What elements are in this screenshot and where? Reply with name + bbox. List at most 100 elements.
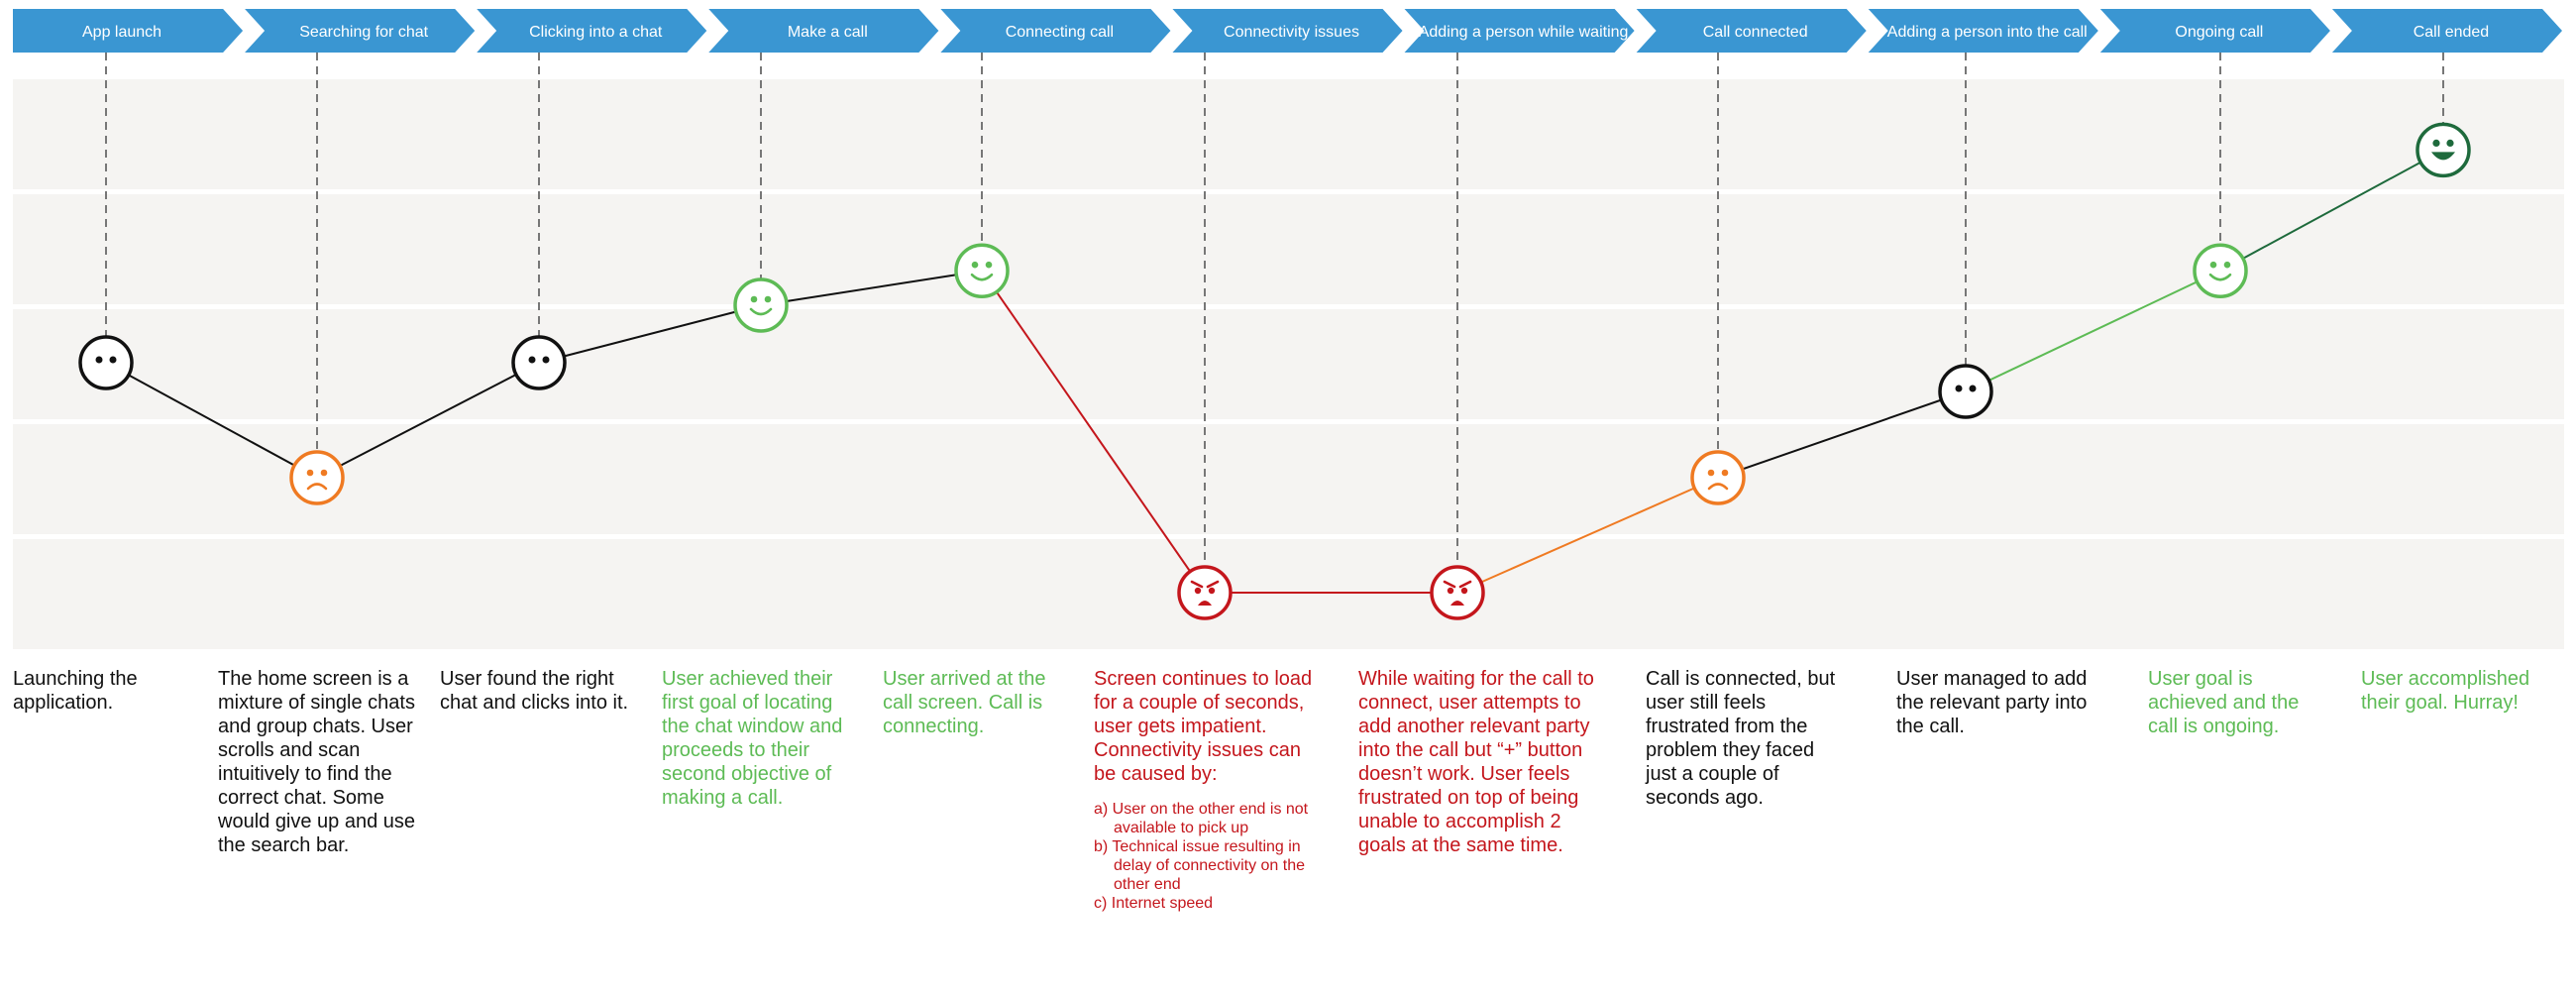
face-outline <box>289 450 345 505</box>
face-outline <box>78 335 134 390</box>
stage-header-chevron <box>13 9 244 53</box>
emotion-neutral-icon <box>511 335 567 390</box>
stage-description-text: User managed to add the relevant party i… <box>1896 668 2088 737</box>
journey-line-segment <box>105 362 318 479</box>
emotion-happy-icon <box>954 243 1010 298</box>
face-outline <box>1690 450 1746 505</box>
stage-description-text: User goal is achieved and the call is on… <box>2148 668 2300 737</box>
face-brow <box>1443 580 1456 589</box>
face-mouth <box>970 273 994 281</box>
stage-header-chevron <box>1404 9 1635 53</box>
cause-list-item: b) Technical issue resulting in delay of… <box>1094 838 1306 893</box>
stage-header-label: App launch <box>82 24 161 41</box>
stage-header-label: Ongoing call <box>2175 24 2263 41</box>
stage-description: User managed to add the relevant party i… <box>1896 667 2114 738</box>
face-outline <box>2415 122 2471 178</box>
stage-header-label: Clicking into a chat <box>529 24 663 41</box>
emotion-angry-icon <box>1177 565 1233 620</box>
face-eye <box>2223 261 2231 269</box>
journey-line-segment <box>1965 270 2221 392</box>
face-mouth <box>2208 273 2232 281</box>
band-row <box>13 309 2564 419</box>
face-eye <box>1955 385 1963 392</box>
stage-description: User achieved their first goal of locati… <box>662 667 860 810</box>
face-mouth <box>2431 152 2455 161</box>
stage-description: Launching the application. <box>13 667 201 715</box>
stage-header-chevron <box>2099 9 2330 53</box>
face-outline <box>2193 243 2248 298</box>
stage-header-label: Make a call <box>788 24 868 41</box>
face-eye <box>764 295 772 303</box>
face-eye <box>1460 587 1468 595</box>
face-eye <box>2209 261 2217 269</box>
face-eye <box>1721 469 1729 477</box>
stage-header-chevron <box>1172 9 1403 53</box>
face-eye <box>528 356 536 364</box>
face-eye <box>1194 587 1202 595</box>
face-outline <box>511 335 567 390</box>
stage-header-label: Searching for chat <box>299 24 428 41</box>
band-row <box>13 424 2564 534</box>
journey-line-segment <box>1456 477 1719 594</box>
stage-header-chevron <box>940 9 1171 53</box>
stage-description-text: Call is connected, but user still feels … <box>1646 668 1836 809</box>
emotion-happy-icon <box>733 277 789 333</box>
face-brow <box>1458 580 1472 589</box>
face-mouth <box>1198 601 1212 606</box>
stage-header-chevron <box>1636 9 1867 53</box>
emotion-happy-icon <box>2193 243 2248 298</box>
face-eye <box>1208 587 1216 595</box>
face-eye <box>1707 469 1715 477</box>
face-eye <box>306 469 314 477</box>
stage-description-text: User found the right chat and clicks int… <box>440 668 629 714</box>
journey-line-segment <box>538 304 762 364</box>
stage-description: User accomplished their goal. Hurray! <box>2361 667 2549 715</box>
face-eye <box>320 469 328 477</box>
face-mouth <box>1450 601 1464 606</box>
emotion-sad-icon <box>289 450 345 505</box>
face-outline <box>1430 565 1485 620</box>
journey-line-segment <box>1717 390 1967 479</box>
stage-description: Call is connected, but user still feels … <box>1646 667 1844 810</box>
stage-description: User goal is achieved and the call is on… <box>2148 667 2326 738</box>
stage-header-label: Connectivity issues <box>1224 24 1359 41</box>
stage-header-chevron <box>477 9 707 53</box>
stage-description: User found the right chat and clicks int… <box>440 667 638 715</box>
face-eye <box>985 261 993 269</box>
face-eye <box>109 356 117 364</box>
face-eye <box>1447 587 1454 595</box>
emotion-neutral-icon <box>78 335 134 390</box>
face-eye <box>971 261 979 269</box>
face-outline <box>1177 565 1233 620</box>
emotion-neutral-icon <box>1938 364 1993 419</box>
stage-header-chevron <box>245 9 476 53</box>
journey-line-segment <box>316 362 540 479</box>
stage-description-text: The home screen is a mixture of single c… <box>218 668 416 856</box>
stage-description: While waiting for the call to connect, u… <box>1358 667 1601 857</box>
band-row <box>13 194 2564 304</box>
cause-list: a) User on the other end is not availabl… <box>1094 800 1327 913</box>
stage-header-chevron <box>2331 9 2562 53</box>
cause-list-item: c) Internet speed <box>1094 895 1214 912</box>
stage-header-label: Connecting call <box>1006 24 1114 41</box>
emotion-sad-icon <box>1690 450 1746 505</box>
face-mouth <box>749 307 773 316</box>
emotion-very_happy-icon <box>2415 122 2471 178</box>
face-outline <box>954 243 1010 298</box>
stage-description-text: User accomplished their goal. Hurray! <box>2361 668 2530 714</box>
stage-description: Screen continues to load for a couple of… <box>1094 667 1327 913</box>
stage-header-label: Adding a person while waiting <box>1419 24 1629 41</box>
emotion-angry-icon <box>1430 565 1485 620</box>
stage-description-text: While waiting for the call to connect, u… <box>1358 668 1594 856</box>
stage-header-chevron <box>708 9 939 53</box>
journey-line-segment <box>981 270 1206 594</box>
stage-header-label: Adding a person into the call <box>1887 24 2088 41</box>
stage-description-text: User achieved their first goal of locati… <box>662 668 843 809</box>
face-outline <box>1938 364 1993 419</box>
stage-description-text: Launching the application. <box>13 668 138 714</box>
face-eye <box>750 295 758 303</box>
stage-description: The home screen is a mixture of single c… <box>218 667 416 857</box>
face-brow <box>1206 580 1220 589</box>
stage-description: User arrived at the call screen. Call is… <box>883 667 1081 738</box>
